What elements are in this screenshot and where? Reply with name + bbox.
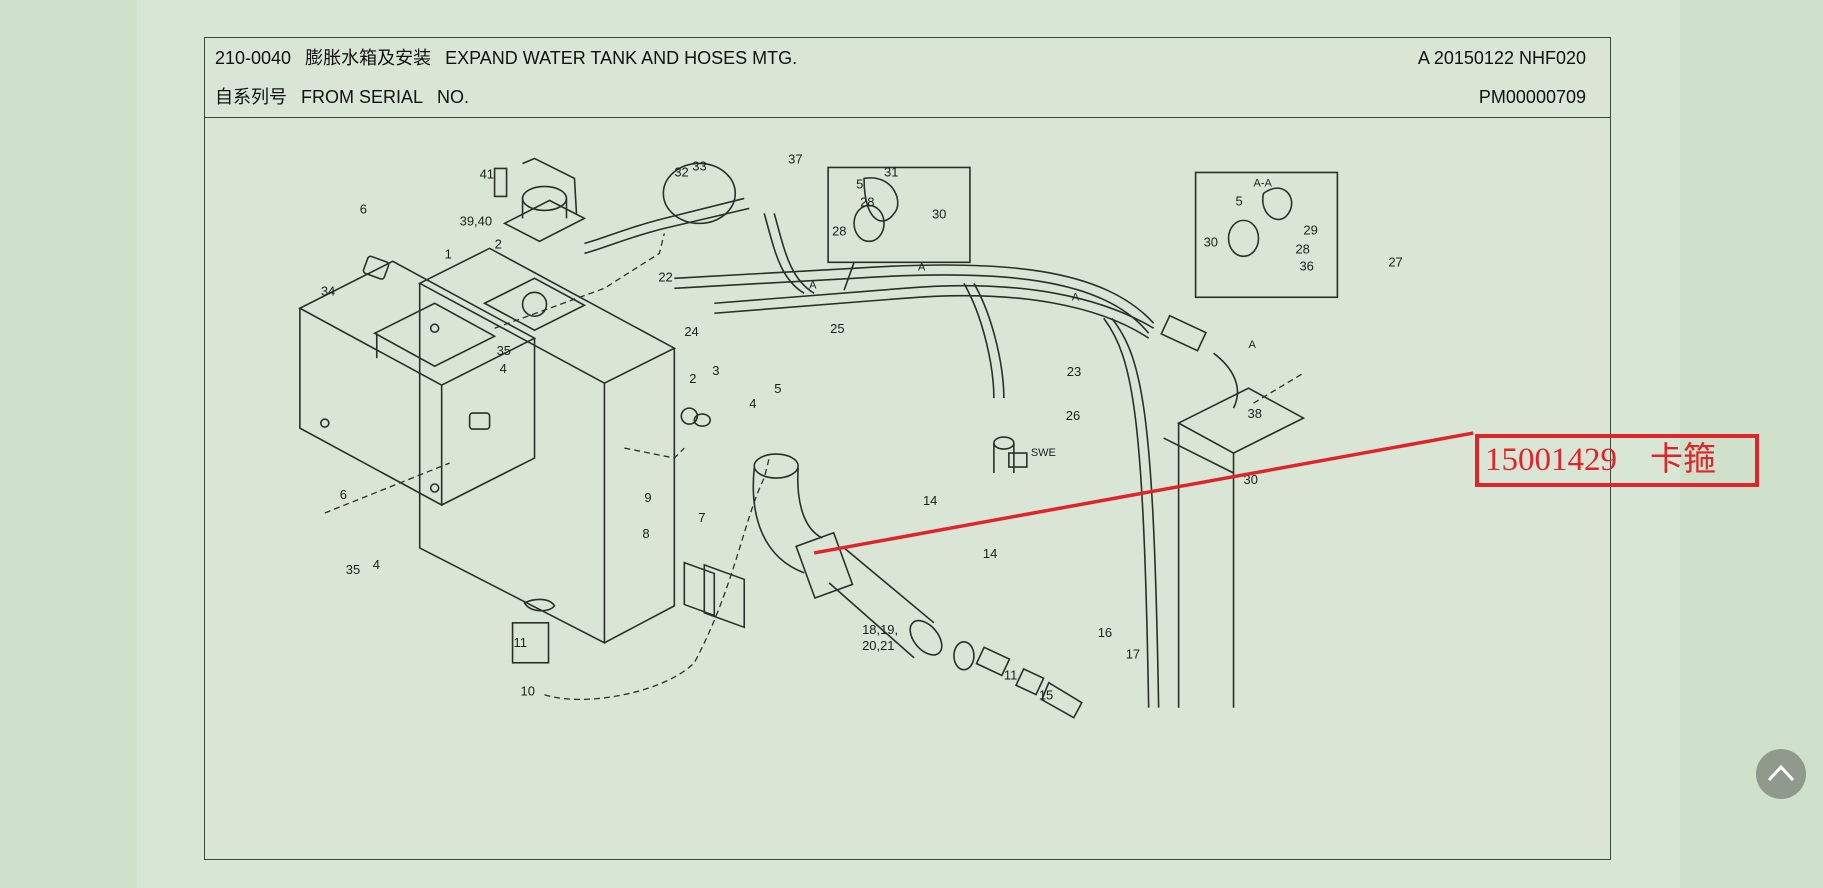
scroll-to-top-button[interactable]	[1756, 749, 1806, 799]
svg-text:6: 6	[340, 487, 347, 502]
svg-text:5: 5	[1236, 193, 1243, 208]
parts-drawing-sheet: 210-0040 膨胀水箱及安装 EXPAND WATER TANK AND HOS…	[204, 37, 1611, 860]
svg-text:17: 17	[1126, 647, 1140, 662]
svg-text:31: 31	[884, 164, 898, 179]
revision-label: A 20150122 NHF020	[1417, 48, 1586, 68]
svg-text:2: 2	[495, 236, 502, 251]
svg-text:16: 16	[1098, 625, 1112, 640]
svg-text:A: A	[1072, 291, 1080, 303]
svg-text:14: 14	[983, 546, 997, 561]
svg-text:6: 6	[360, 201, 367, 216]
svg-text:22: 22	[658, 269, 672, 284]
detail-box-clamp	[827, 166, 971, 264]
header-serial-row: 自系列号 FROM SERIAL NO. PM00000709	[215, 84, 1600, 110]
svg-text:4: 4	[500, 361, 507, 376]
title-en: EXPAND WATER TANK AND HOSES MTG.	[445, 48, 798, 68]
plate-3	[703, 563, 746, 629]
svg-text:18,19,: 18,19,	[862, 622, 898, 637]
fitting-6-lower	[468, 412, 491, 430]
side-tank	[298, 260, 537, 507]
header-title-row: 210-0040 膨胀水箱及安装 EXPAND WATER TANK AND HOS…	[215, 45, 1600, 71]
drawing-header: 210-0040 膨胀水箱及安装 EXPAND WATER TANK AND HOS…	[205, 38, 1610, 118]
svg-text:5: 5	[774, 381, 781, 396]
svg-text:24: 24	[684, 324, 698, 339]
svg-text:25: 25	[830, 321, 844, 336]
filler-cap	[502, 157, 587, 243]
svg-text:23: 23	[1067, 364, 1081, 379]
radiator	[1163, 387, 1306, 708]
serial-label-cn: 自系列号	[215, 87, 287, 107]
detail-circle-32-33	[662, 162, 737, 225]
svg-text:28: 28	[1295, 241, 1309, 256]
fitting-6-upper	[362, 255, 390, 280]
cap-10	[511, 622, 550, 664]
svg-text:33: 33	[692, 158, 706, 173]
svg-text:37: 37	[788, 151, 802, 166]
svg-text:30: 30	[1204, 234, 1218, 249]
callout-pointer-line	[813, 431, 1474, 555]
serial-value: PM00000709	[1478, 87, 1586, 107]
drawing-code: 210-0040	[215, 48, 292, 68]
svg-text:41: 41	[480, 166, 494, 181]
svg-text:39,40: 39,40	[460, 213, 492, 228]
chevron-up-icon	[1767, 764, 1795, 782]
svg-text:A: A	[809, 279, 817, 291]
svg-text:32: 32	[674, 164, 688, 179]
svg-text:1: 1	[445, 246, 452, 261]
svg-text:20,21: 20,21	[862, 638, 894, 653]
exploded-parts-diagram: 41 6 39,40 2 1 34 35 4 32 33 37 31 22 24…	[298, 151, 1474, 719]
svg-text:4: 4	[749, 396, 756, 411]
svg-text:34: 34	[321, 283, 335, 298]
hoses	[584, 197, 1239, 708]
bolt-41	[493, 167, 508, 198]
detail-box-section-aa	[1194, 171, 1339, 299]
part-callout-box: 15001429 卡箍	[1475, 434, 1759, 487]
svg-text:30: 30	[932, 206, 946, 221]
serial-label-en: FROM SERIAL	[301, 87, 424, 107]
serial-no-label: NO.	[437, 87, 470, 107]
title-cn: 膨胀水箱及安装	[305, 48, 432, 68]
svg-text:38: 38	[1248, 406, 1262, 421]
svg-text:11: 11	[514, 635, 527, 650]
svg-text:35: 35	[346, 562, 360, 577]
svg-text:26: 26	[1066, 408, 1080, 423]
svg-text:36: 36	[1299, 258, 1313, 273]
svg-text:9: 9	[644, 490, 651, 505]
main-tank	[320, 247, 677, 645]
svg-text:2: 2	[689, 371, 696, 386]
elbow-pipe	[752, 453, 1083, 719]
svg-text:3: 3	[712, 363, 719, 378]
svg-text:35: 35	[497, 343, 511, 358]
svg-text:27: 27	[1388, 254, 1402, 269]
svg-text:11: 11	[1004, 668, 1017, 683]
svg-text:5: 5	[856, 176, 863, 191]
swe-fitting	[993, 436, 1028, 474]
svg-text:A: A	[918, 261, 926, 273]
svg-text:10: 10	[521, 684, 535, 699]
svg-text:7: 7	[698, 510, 705, 525]
svg-text:A: A	[1249, 339, 1257, 351]
clamp-11	[523, 598, 556, 612]
svg-text:SWE: SWE	[1031, 447, 1056, 459]
svg-text:15: 15	[1039, 688, 1053, 703]
callout-part-number: 15001429	[1485, 442, 1617, 478]
callout-part-name: 卡箍	[1650, 442, 1716, 478]
svg-text:14: 14	[923, 493, 937, 508]
svg-text:4: 4	[373, 557, 380, 572]
dashed-guides	[324, 233, 1304, 701]
svg-text:8: 8	[642, 526, 649, 541]
svg-text:29: 29	[1303, 222, 1317, 237]
part-labels: 41 6 39,40 2 1 34 35 4 32 33 37 31 22 24…	[321, 151, 1403, 702]
gasket-2	[683, 561, 716, 617]
svg-text:28: 28	[860, 194, 874, 209]
svg-text:A-A: A-A	[1254, 177, 1273, 189]
svg-text:28: 28	[832, 223, 846, 238]
